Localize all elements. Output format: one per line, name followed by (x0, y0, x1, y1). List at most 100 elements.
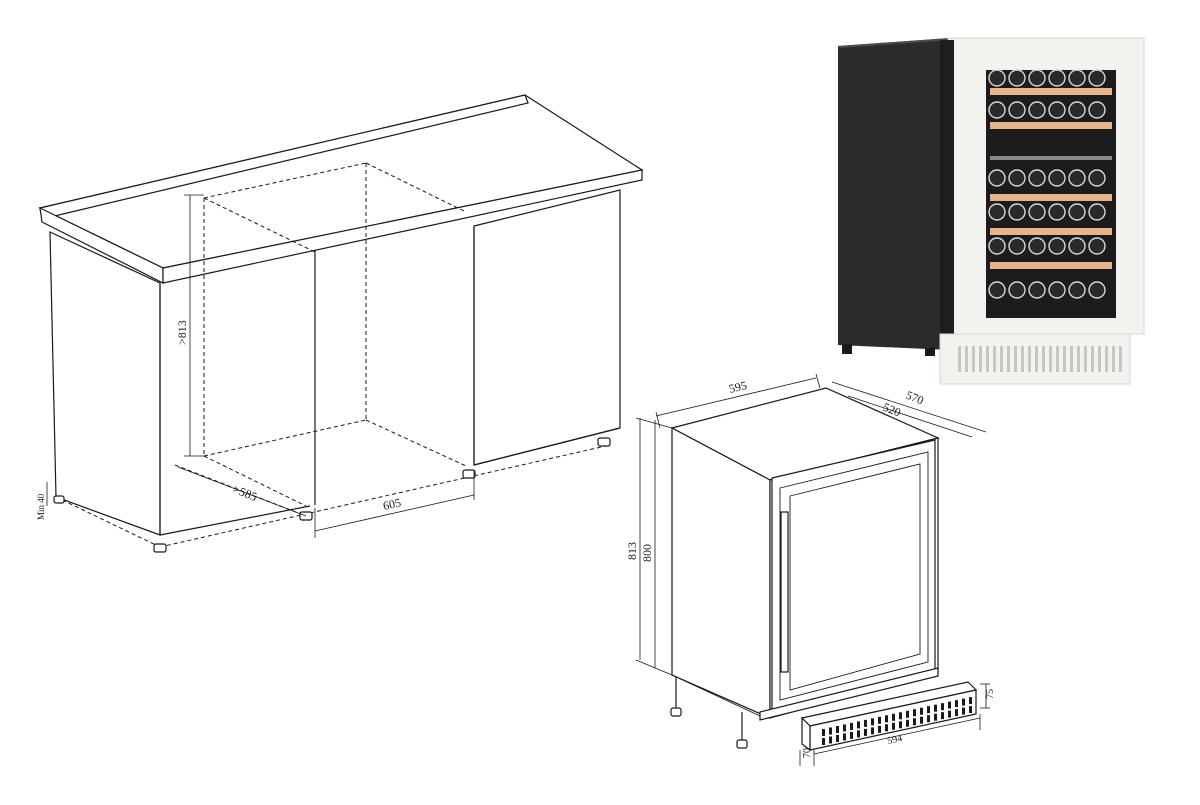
wine-bottle (1008, 203, 1026, 221)
wine-bottle (1088, 101, 1106, 119)
vent-slot (1098, 346, 1101, 372)
wine-bottle (1068, 281, 1086, 299)
grille-slot (920, 707, 923, 715)
grille-slot (850, 731, 853, 739)
opening-depth-label: >585 (231, 482, 259, 504)
vent-slot (1112, 346, 1115, 372)
opening-height-label: >813 (175, 320, 189, 345)
wine-bottle (1048, 203, 1066, 221)
wine-bottle (1048, 69, 1066, 87)
grille-slot (871, 727, 874, 735)
wine-bottle (1088, 203, 1106, 221)
grille-height-label: 75 (985, 689, 996, 699)
vent-slot (1063, 346, 1066, 372)
wine-bottle (1028, 101, 1046, 119)
wine-bottle (1048, 237, 1066, 255)
wine-bottle (1008, 169, 1026, 187)
vent-slot (1049, 346, 1052, 372)
wine-bottle (1048, 101, 1066, 119)
overall-depth-label: 570 (904, 388, 926, 408)
appliance-legs (670, 676, 748, 749)
grille-slot (934, 713, 937, 721)
vent-slot (1021, 346, 1024, 372)
wine-bottle (1028, 237, 1046, 255)
cooler-body-side (838, 38, 950, 350)
wine-bottle (988, 101, 1006, 119)
opening-width-label: 605 (382, 495, 403, 512)
door-handle (780, 511, 789, 673)
grille-slot (850, 722, 853, 730)
vent-slot (1105, 346, 1108, 372)
wine-bottle (1068, 101, 1086, 119)
wine-bottle (1008, 69, 1026, 87)
wine-bottle (1028, 203, 1046, 221)
grille-slot (899, 712, 902, 720)
vent-slot (986, 346, 989, 372)
vent-slot (1028, 346, 1031, 372)
grille-width-label: 594 (886, 733, 903, 747)
grille-slot (878, 725, 881, 733)
wine-shelves (990, 88, 1112, 269)
wine-bottle (988, 169, 1006, 187)
grille-side (801, 716, 811, 752)
grille-slot (864, 728, 867, 736)
width-label: 595 (728, 378, 749, 396)
wine-bottle (1068, 169, 1086, 187)
grille-slot (892, 713, 895, 721)
grille-slot (927, 715, 930, 723)
body-depth-label: 520 (881, 400, 903, 420)
vent-slot (979, 346, 982, 372)
grille-slot (857, 721, 860, 729)
grille-slot (878, 716, 881, 724)
wine-bottle (1088, 169, 1106, 187)
wine-bottle (988, 237, 1006, 255)
cabinet-installation-drawing: >813 >585 605 Min 40 (36, 94, 644, 553)
wine-bottle (1008, 101, 1026, 119)
plinth-clearance-label: Min 40 (36, 493, 46, 520)
wine-bottle (1088, 69, 1106, 87)
vent-slot (972, 346, 975, 372)
wine-bottle (988, 281, 1006, 299)
grille-slot (969, 706, 972, 714)
grille-slot (927, 706, 930, 714)
wine-bottle (1008, 281, 1026, 299)
grille-slot (934, 704, 937, 712)
grille-slot (941, 703, 944, 711)
grille-slot (913, 709, 916, 717)
body-height-label: 800 (640, 544, 654, 562)
cooler-grille-vents (958, 346, 1122, 372)
grille-slot (836, 734, 839, 742)
grille-slot (843, 733, 846, 741)
grille-slot (892, 722, 895, 730)
grille-slot (857, 730, 860, 738)
appliance-dimension-drawing: 595 570 520 813 800 75 594 70 (625, 373, 996, 766)
wine-bottle (1028, 69, 1046, 87)
left-cabinet-side (49, 231, 161, 536)
wine-bottle (1068, 203, 1086, 221)
grille-slot (969, 697, 972, 705)
wine-bottle (988, 203, 1006, 221)
vent-slot (1077, 346, 1080, 372)
overall-height-label: 813 (625, 542, 639, 560)
grille-slot (885, 715, 888, 723)
wine-bottle (988, 69, 1006, 87)
grille-slot (920, 716, 923, 724)
grille-slot (955, 709, 958, 717)
wine-bottle (1048, 281, 1066, 299)
wine-bottle (1028, 281, 1046, 299)
grille-slot (822, 729, 825, 736)
wine-bottle (1028, 169, 1046, 187)
wine-bottle (1068, 69, 1086, 87)
vent-slot (1091, 346, 1094, 372)
grille-slot (962, 698, 965, 706)
wine-bottle (1068, 237, 1086, 255)
grille-slot (962, 707, 965, 715)
grille-slot (871, 718, 874, 726)
vent-slot (1119, 346, 1122, 372)
grille-slot (906, 719, 909, 727)
wine-bottle (1048, 169, 1066, 187)
grille-depth-label: 70 (802, 748, 813, 758)
wine-bottles (988, 69, 1106, 299)
grille-slot (822, 738, 825, 745)
